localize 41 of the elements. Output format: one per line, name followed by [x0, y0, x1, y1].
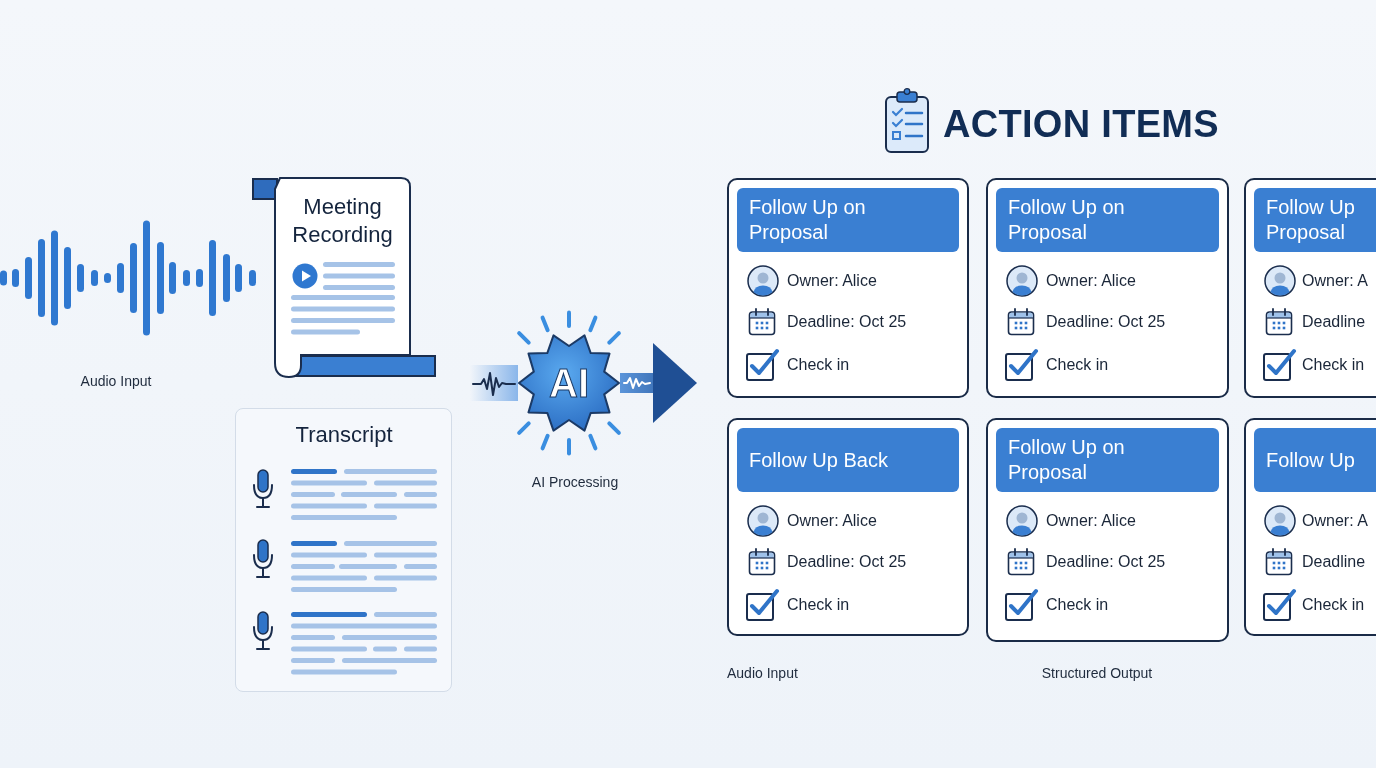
task-text: Check in — [1302, 355, 1365, 375]
deadline-text: Deadline: Oct 25 — [787, 312, 907, 332]
card-heading: Follow Up on Proposal — [737, 188, 959, 252]
task-text: Check in — [787, 595, 850, 615]
card-heading: Follow Up on Proposal — [996, 188, 1219, 252]
owner-text: Owner: Alice — [787, 511, 877, 531]
deadline-text: Deadline: Oct 25 — [1046, 312, 1166, 332]
owner-text: Owner: Alice — [1046, 271, 1136, 291]
transcript-panel — [235, 408, 452, 692]
owner-text: Owner: A — [1302, 511, 1368, 531]
card-heading: Follow Up — [1254, 428, 1376, 492]
owner-text: Owner: Alice — [787, 271, 877, 291]
text-label: Structured Output — [1041, 664, 1153, 682]
document-title: Meeting Recording — [291, 193, 394, 249]
card-heading: Follow Up Proposal — [1254, 188, 1376, 252]
node-label: AI Processing — [531, 473, 619, 491]
task-card — [1244, 418, 1376, 636]
task-card — [727, 178, 969, 398]
badge-label: AI — [549, 361, 589, 405]
task-text: Check in — [1046, 595, 1109, 615]
page-title: ACTION ITEMS — [943, 102, 1219, 147]
owner-text: Owner: A — [1302, 271, 1368, 291]
text-label: Audio Input — [80, 372, 152, 390]
card-heading: Follow Up Back — [737, 428, 959, 492]
task-text: Check in — [1302, 595, 1365, 615]
owner-text: Owner: Alice — [1046, 511, 1136, 531]
task-card — [1244, 178, 1376, 398]
task-text: Check in — [1046, 355, 1109, 375]
deadline-text: Deadline: Oct 25 — [787, 552, 907, 572]
card-heading: Follow Up on Proposal — [996, 428, 1219, 492]
task-card — [986, 178, 1229, 398]
text-label: Audio Input — [727, 664, 798, 682]
panel-title: Transcript — [295, 421, 393, 449]
ai-starburst — [518, 332, 620, 434]
task-text: Check in — [787, 355, 850, 375]
deadline-text: Deadline — [1302, 552, 1366, 572]
task-card — [986, 418, 1229, 642]
deadline-text: Deadline: Oct 25 — [1046, 552, 1166, 572]
arrow — [620, 343, 697, 423]
task-card — [727, 418, 969, 636]
deadline-text: Deadline — [1302, 312, 1366, 332]
